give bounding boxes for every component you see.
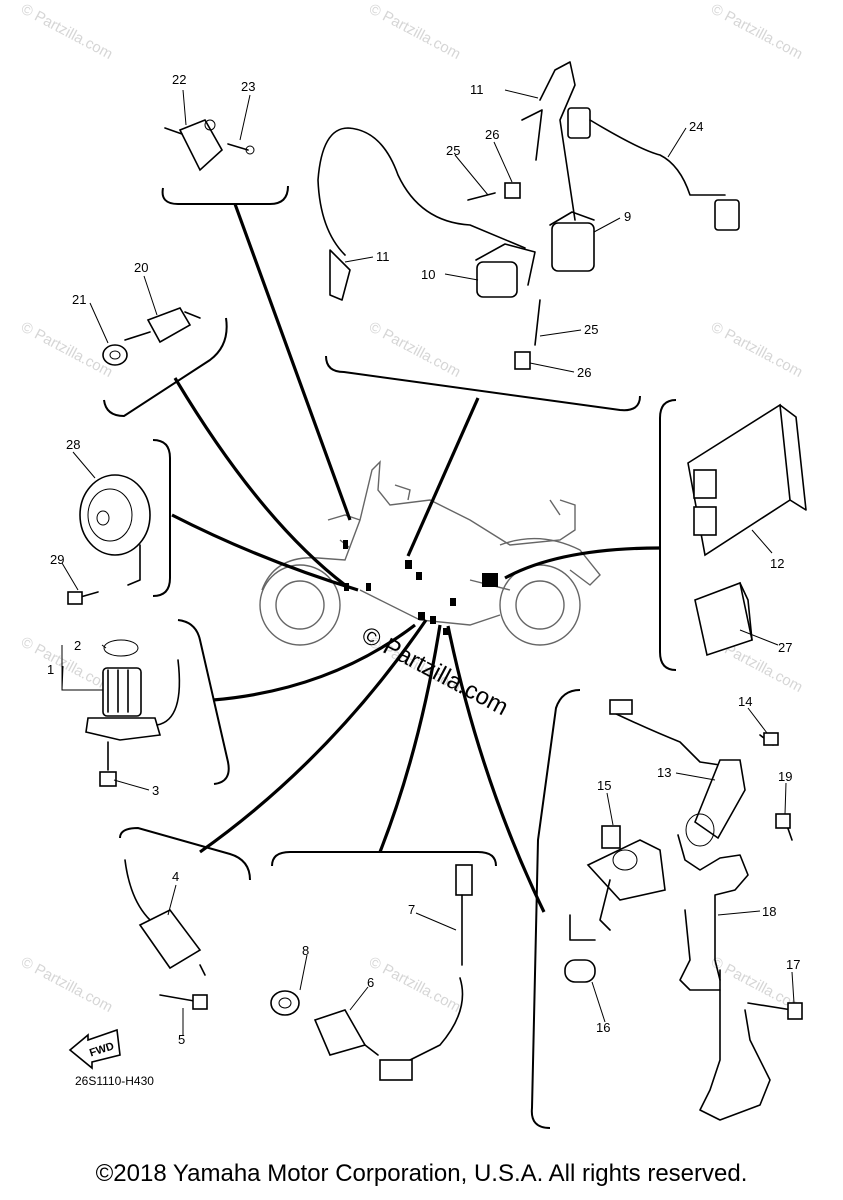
watermark: © Partzilla.com xyxy=(18,634,115,696)
wire-harness-24-icon xyxy=(567,107,740,231)
spacer-16-icon xyxy=(564,959,596,983)
washer-21-icon xyxy=(102,344,128,366)
callout-16: 16 xyxy=(596,1020,610,1035)
callout-6: 6 xyxy=(367,975,374,990)
callout-15: 15 xyxy=(597,778,611,793)
callout-8: 8 xyxy=(302,943,309,958)
callouts: 22 23 11 26 25 24 9 11 10 25 26 20 21 28… xyxy=(47,72,800,1047)
relay-27-icon xyxy=(694,581,753,657)
bracket-sensor-6 xyxy=(271,851,497,867)
bracket-18-icon xyxy=(677,813,793,1121)
sensor-22-icon xyxy=(164,118,255,172)
ignition-coil-10-icon xyxy=(317,127,536,301)
sensor-13-icon xyxy=(609,699,779,847)
callout-7: 7 xyxy=(408,902,415,917)
callout-13: 13 xyxy=(657,765,671,780)
connector-lines xyxy=(171,203,661,913)
bracket-horn xyxy=(152,439,171,597)
callout-11: 11 xyxy=(470,82,484,97)
callout-26: 26 xyxy=(485,127,499,142)
callout-17: 17 xyxy=(786,957,800,972)
watermark: © Partzilla.com xyxy=(366,954,463,1016)
watermark: © Partzilla.com xyxy=(366,319,463,381)
bolt-17-icon xyxy=(747,1002,803,1020)
horn-28-icon xyxy=(67,474,151,605)
ignition-coil-9-icon xyxy=(467,61,595,370)
callout-10: 10 xyxy=(421,267,435,282)
callout-1: 1 xyxy=(47,662,54,677)
watermark: © Partzilla.com xyxy=(708,319,805,381)
sensor-20-icon xyxy=(124,307,201,344)
sidestand-switch-15-icon xyxy=(569,825,666,941)
callout-3: 3 xyxy=(152,783,159,798)
callout-5: 5 xyxy=(178,1032,185,1047)
watermark: © Partzilla.com xyxy=(18,954,115,1016)
relay-4-icon xyxy=(124,859,208,1010)
bracket-sensor-20 xyxy=(103,317,228,418)
bracket-top-left xyxy=(161,185,289,205)
sensor-6-icon xyxy=(313,1009,379,1056)
callout-27: 27 xyxy=(778,640,792,655)
callout-26: 26 xyxy=(577,365,591,380)
lead-wire-7-icon xyxy=(379,864,473,1081)
bracket-sidestand xyxy=(530,689,581,1129)
callout-19: 19 xyxy=(778,769,792,784)
callout-25: 25 xyxy=(584,322,598,337)
fwd-arrow-icon: FWD xyxy=(68,1028,121,1070)
callout-12: 12 xyxy=(770,556,784,571)
washer-8-icon xyxy=(270,990,300,1016)
bracket-oil-sensor xyxy=(177,619,230,785)
callout-11: 11 xyxy=(376,249,390,264)
callout-29: 29 xyxy=(50,552,64,567)
bracket-coils xyxy=(325,355,641,412)
callout-28: 28 xyxy=(66,437,80,452)
watermark: © Partzilla.com xyxy=(366,1,463,63)
callout-4: 4 xyxy=(172,869,179,884)
callout-20: 20 xyxy=(134,260,148,275)
callout-21: 21 xyxy=(72,292,86,307)
group-brackets xyxy=(103,185,677,1129)
center-watermark: © Partzilla.com xyxy=(357,621,512,721)
callout-18: 18 xyxy=(762,904,776,919)
callout-leaders xyxy=(61,89,795,1035)
copyright-notice: ©2018 Yamaha Motor Corporation, U.S.A. A… xyxy=(95,1160,748,1187)
watermark: © Partzilla.com xyxy=(18,1,115,63)
motorcycle-outline xyxy=(259,460,601,646)
bracket-ecu xyxy=(659,399,677,671)
callout-24: 24 xyxy=(689,119,703,134)
bracket-relay-4 xyxy=(119,826,251,881)
callout-23: 23 xyxy=(241,79,255,94)
callout-2: 2 xyxy=(74,638,81,653)
ecu-12-icon xyxy=(687,403,807,557)
callout-9: 9 xyxy=(624,209,631,224)
watermark: © Partzilla.com xyxy=(708,1,805,63)
callout-25: 25 xyxy=(446,143,460,158)
callout-22: 22 xyxy=(172,72,186,87)
callout-14: 14 xyxy=(738,694,752,709)
oil-level-sensor-1-icon xyxy=(85,639,181,787)
diagram-ref-code: 26S1110-H430 xyxy=(75,1074,154,1088)
